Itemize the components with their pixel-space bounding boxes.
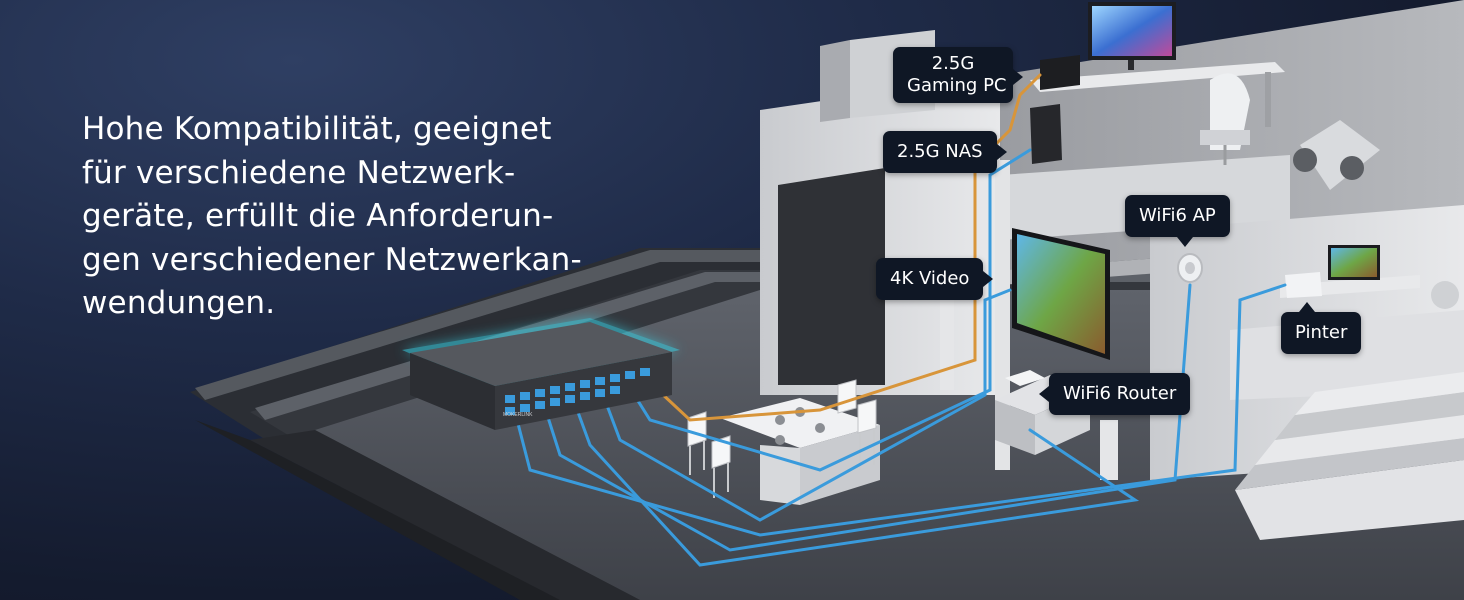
network-switch: MOKERLINK — [402, 318, 680, 430]
printer-desk — [1280, 245, 1459, 309]
headline-line-2: für verschiedene Netzwerk- — [82, 154, 516, 191]
tv — [940, 228, 1118, 480]
headline-line-1: Hohe Kompatibilität, geeignet — [82, 111, 552, 147]
label-router-text: WiFi6 Router — [1063, 383, 1177, 404]
label-gaming-pc-line-2: Gaming PC — [907, 75, 1007, 96]
label-nas: 2.5G NAS — [883, 131, 1007, 173]
label-printer-text: Pinter — [1295, 322, 1348, 343]
headline: Hohe Kompatibilität, geeignet für versch… — [82, 108, 642, 326]
switch-brand: MOKERLINK — [503, 412, 533, 418]
label-nas-text: 2.5G NAS — [897, 141, 983, 162]
headline-line-4: gen verschiedener Netzwerkan- — [82, 241, 582, 278]
label-4k-video-text: 4K Video — [890, 268, 970, 289]
upper-room-furniture — [1030, 2, 1380, 190]
wifi-ap-device — [1177, 253, 1203, 283]
label-printer: Pinter — [1281, 302, 1362, 354]
label-4k-video: 4K Video — [876, 258, 994, 300]
label-wifi-ap: WiFi6 AP — [1125, 195, 1230, 247]
stairs — [1235, 372, 1464, 540]
label-wifi-ap-text: WiFi6 AP — [1139, 205, 1216, 226]
label-gaming-pc: 2.5G Gaming PC — [893, 47, 1023, 103]
label-router: WiFi6 Router — [1039, 373, 1191, 415]
headline-line-5: wendungen. — [82, 285, 276, 321]
headline-line-3: geräte, erfüllt die Anforderun- — [82, 198, 554, 234]
label-gaming-pc-line-1: 2.5G — [931, 53, 975, 74]
